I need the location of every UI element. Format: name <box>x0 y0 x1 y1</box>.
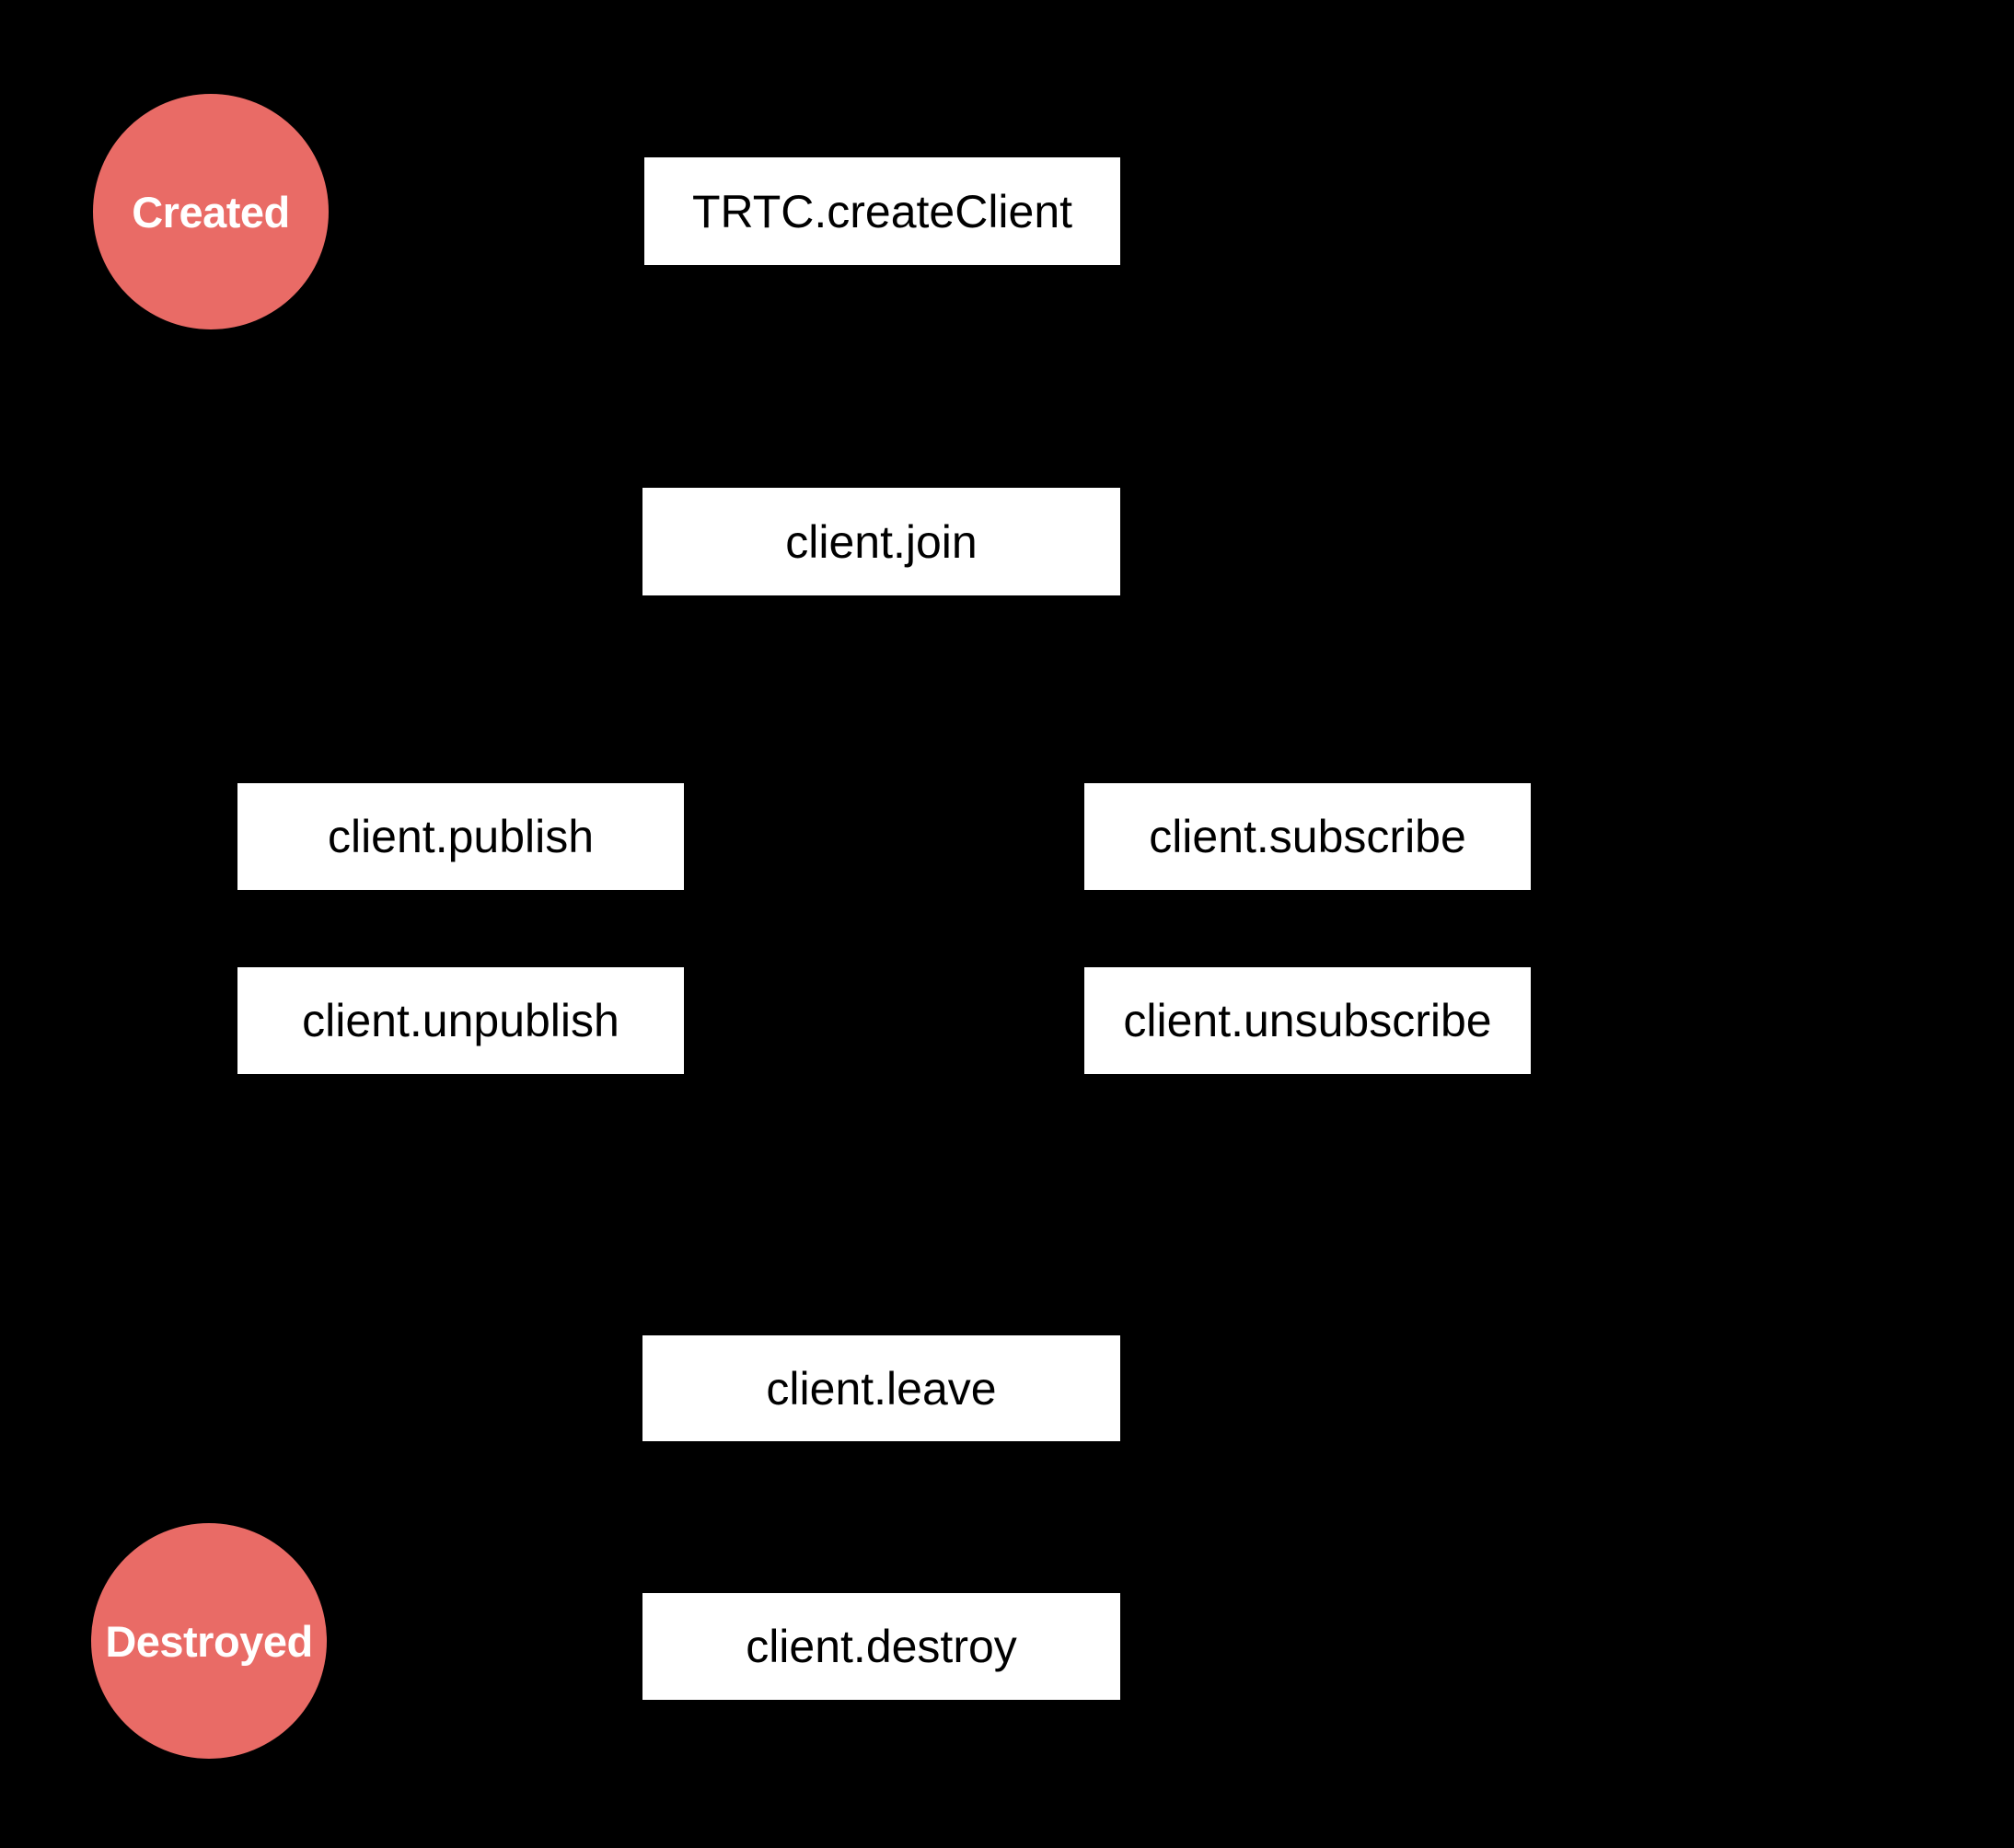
action-box-destroy[interactable]: client.destroy <box>642 1593 1120 1700</box>
action-label-join: client.join <box>785 515 978 568</box>
state-label-created: Created <box>132 187 290 237</box>
action-box-leave[interactable]: client.leave <box>642 1335 1120 1441</box>
action-box-subscribe[interactable]: client.subscribe <box>1084 783 1531 890</box>
action-label-unpublish: client.unpublish <box>302 995 619 1046</box>
action-box-join[interactable]: client.join <box>642 488 1120 595</box>
action-label-publish: client.publish <box>327 811 595 862</box>
state-node-created[interactable]: Created <box>93 94 329 329</box>
action-label-subscribe: client.subscribe <box>1149 811 1466 862</box>
action-box-unpublish[interactable]: client.unpublish <box>237 967 684 1074</box>
action-label-create-client: TRTC.createClient <box>691 185 1073 237</box>
state-node-destroyed[interactable]: Destroyed <box>91 1523 327 1759</box>
action-box-publish[interactable]: client.publish <box>237 783 684 890</box>
state-label-destroyed: Destroyed <box>105 1616 313 1666</box>
action-box-unsubscribe[interactable]: client.unsubscribe <box>1084 967 1531 1074</box>
action-box-create-client[interactable]: TRTC.createClient <box>644 157 1120 265</box>
action-label-leave: client.leave <box>766 1362 997 1415</box>
action-label-unsubscribe: client.unsubscribe <box>1123 995 1492 1046</box>
action-label-destroy: client.destroy <box>746 1621 1017 1672</box>
